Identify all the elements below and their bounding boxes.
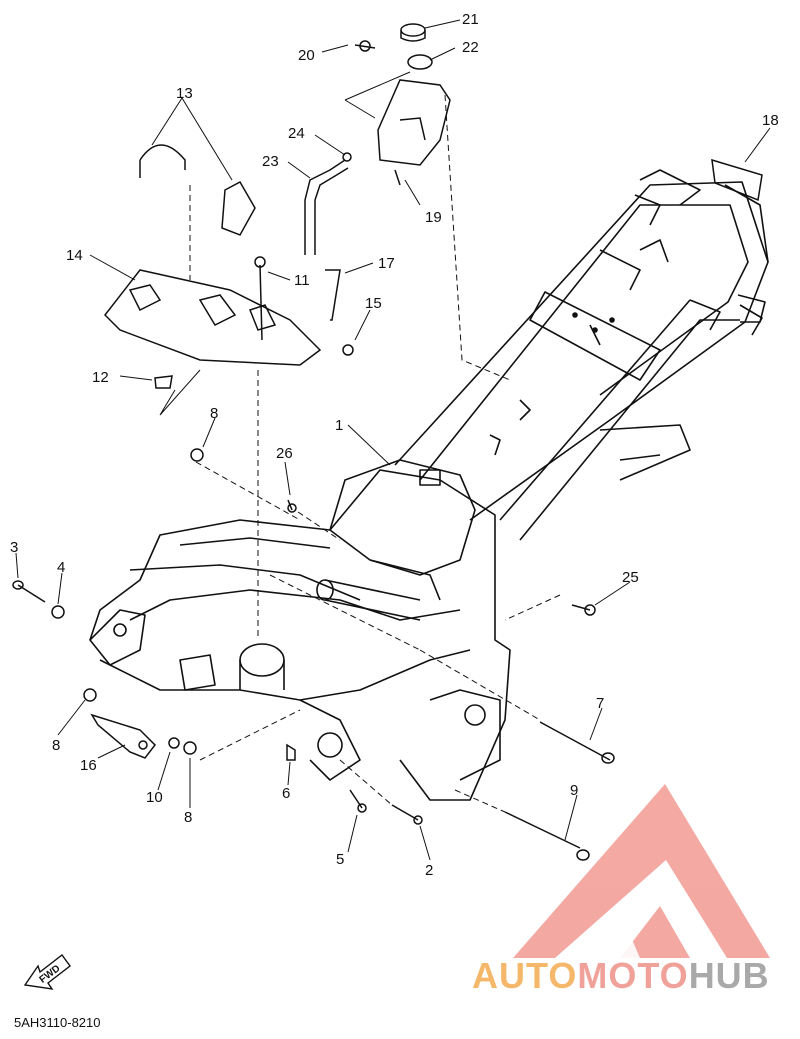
- callout-16: 16: [80, 757, 97, 774]
- bolts-hardware: [12, 448, 615, 861]
- callout-7: 7: [596, 695, 604, 712]
- callout-1: 1: [335, 417, 343, 434]
- watermark-triangle-shape: [513, 784, 770, 958]
- callout-8-top: 8: [210, 405, 218, 422]
- watermark-text-hub: HUB: [689, 955, 770, 996]
- callout-14: 14: [66, 247, 83, 264]
- leader-lines: [15, 19, 771, 861]
- callout-20: 20: [298, 47, 315, 64]
- callout-8-left: 8: [52, 737, 60, 754]
- callout-15: 15: [365, 295, 382, 312]
- fwd-arrow-icon: FWD: [23, 954, 71, 990]
- reservoir-tank: [354, 23, 451, 186]
- callout-2: 2: [425, 862, 433, 879]
- main-frame: [89, 169, 769, 801]
- callout-23: 23: [262, 153, 279, 170]
- callout-21: 21: [462, 11, 479, 28]
- callout-26: 26: [276, 445, 293, 462]
- callout-8-bottom: 8: [184, 809, 192, 826]
- callout-3: 3: [10, 539, 18, 556]
- watermark-text-moto: MOTO: [577, 955, 688, 996]
- hose-parts: [304, 152, 352, 321]
- callout-25: 25: [622, 569, 639, 586]
- seat-pad-part: [711, 158, 763, 202]
- watermark-text: AUTOMOTOHUB: [472, 955, 770, 996]
- watermark-text-auto: AUTO: [472, 955, 577, 996]
- callout-6: 6: [282, 785, 290, 802]
- callout-5: 5: [336, 851, 344, 868]
- callout-12: 12: [92, 369, 109, 386]
- callout-19: 19: [425, 209, 442, 226]
- callout-22: 22: [462, 39, 479, 56]
- seat-bracket-parts: [104, 144, 354, 389]
- callout-24: 24: [288, 125, 305, 142]
- callout-17: 17: [378, 255, 395, 272]
- diagram-part-code: 5AH3110-8210: [14, 1015, 101, 1030]
- callout-11: 11: [294, 272, 310, 289]
- callout-10: 10: [146, 789, 163, 806]
- callout-18: 18: [762, 112, 779, 129]
- watermark-logo: [513, 784, 770, 958]
- callout-4: 4: [57, 559, 65, 576]
- callout-labels: 1 2 3 4 5 6 7 8 8 8 9 10 11 12 13 14 15 …: [10, 11, 779, 879]
- callout-9: 9: [570, 782, 578, 799]
- callout-13: 13: [176, 85, 193, 102]
- watermark-inner-shape: [620, 906, 690, 958]
